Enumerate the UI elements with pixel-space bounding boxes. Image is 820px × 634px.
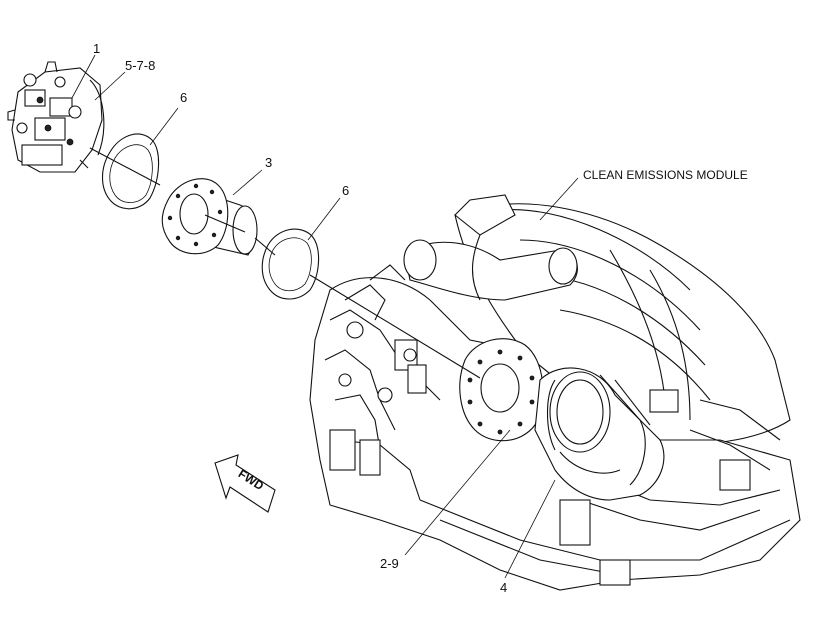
exhaust-outlet-tube [534,367,665,501]
alignment-line [89,147,481,379]
mounting-flange [459,338,544,442]
part-1-assembly [7,61,105,173]
callout-2-9: 2-9 [380,556,399,571]
adapter-tube-3 [161,178,258,256]
callout-5-7-8: 5-7-8 [125,58,155,73]
gasket-6-lower [261,228,320,300]
callout-6-lower: 6 [342,183,349,198]
clean-emissions-module-label: CLEAN EMISSIONS MODULE [583,168,748,182]
forward-direction-arrow: FWD [214,454,276,513]
leader-lines [71,54,579,579]
engine-assembly [309,194,801,591]
gasket-6-upper [101,133,160,210]
callout-6-upper: 6 [180,90,187,105]
callout-1: 1 [93,41,100,56]
callout-4: 4 [500,580,507,595]
callout-3: 3 [265,155,272,170]
